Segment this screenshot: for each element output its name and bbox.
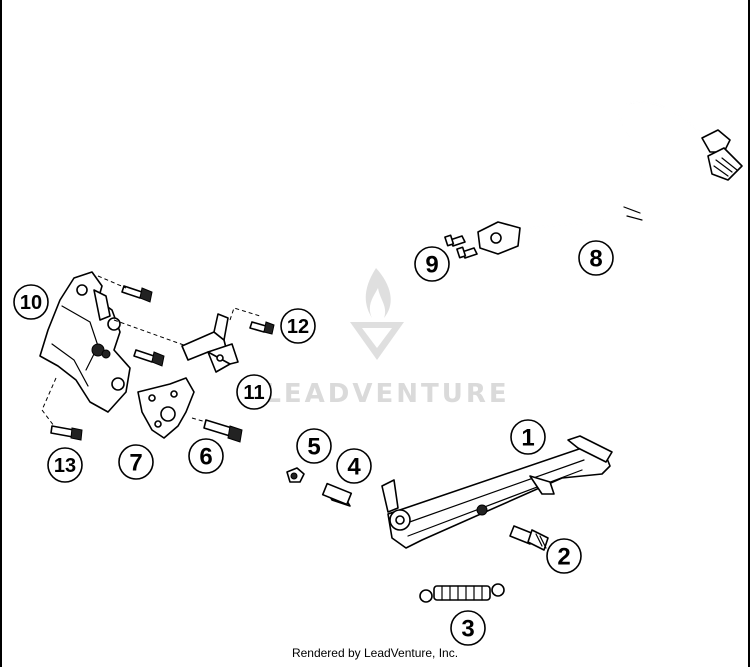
svg-text:13: 13 xyxy=(54,455,76,477)
watermark-v-icon xyxy=(350,322,404,360)
callout-7[interactable]: 7 xyxy=(118,444,154,480)
part-2-bolt xyxy=(509,525,549,551)
callout-10[interactable]: 10 xyxy=(13,284,49,320)
part-13-bolt xyxy=(41,377,83,441)
watermark: LEADVENTURE xyxy=(264,268,509,409)
part-10-bracket xyxy=(39,271,131,413)
callout-2[interactable]: 2 xyxy=(546,538,582,574)
callout-13[interactable]: 13 xyxy=(47,447,83,483)
callout-6[interactable]: 6 xyxy=(188,438,224,474)
callout-11[interactable]: 11 xyxy=(236,374,272,410)
part-6-bolt xyxy=(191,417,243,443)
callout-12[interactable]: 12 xyxy=(280,308,316,344)
svg-text:7: 7 xyxy=(129,450,142,477)
callout-8[interactable]: 8 xyxy=(578,240,614,276)
svg-text:3: 3 xyxy=(461,616,474,643)
svg-text:11: 11 xyxy=(243,382,264,404)
callout-5[interactable]: 5 xyxy=(296,428,332,464)
part-5-nut xyxy=(286,467,305,483)
part-8-harness xyxy=(477,100,743,255)
part-11-angle-bracket xyxy=(181,307,261,373)
footer-credit: Rendered by LeadVenture, Inc. xyxy=(291,646,459,660)
part-4-bushing xyxy=(321,482,353,507)
svg-text:10: 10 xyxy=(20,292,42,314)
part-12-bolt xyxy=(249,321,275,335)
callout-3[interactable]: 3 xyxy=(450,610,486,646)
watermark-brand: LEADVENTURE xyxy=(264,379,509,409)
svg-text:8: 8 xyxy=(589,246,602,273)
svg-text:4: 4 xyxy=(347,454,361,481)
callout-9[interactable]: 9 xyxy=(414,246,450,282)
svg-text:5: 5 xyxy=(307,434,320,461)
svg-text:2: 2 xyxy=(557,544,570,571)
callout-4[interactable]: 4 xyxy=(336,448,372,484)
svg-text:12: 12 xyxy=(287,316,309,338)
svg-text:9: 9 xyxy=(425,252,438,279)
svg-text:6: 6 xyxy=(199,444,212,471)
part-9-screws xyxy=(444,234,478,259)
watermark-flame-icon xyxy=(365,268,391,318)
bracket-bolts xyxy=(97,275,193,367)
part-3-spring xyxy=(419,583,505,603)
svg-text:1: 1 xyxy=(521,425,534,452)
part-1-side-stand xyxy=(381,435,613,549)
callout-1[interactable]: 1 xyxy=(510,419,546,455)
part-7-plate xyxy=(137,377,195,439)
